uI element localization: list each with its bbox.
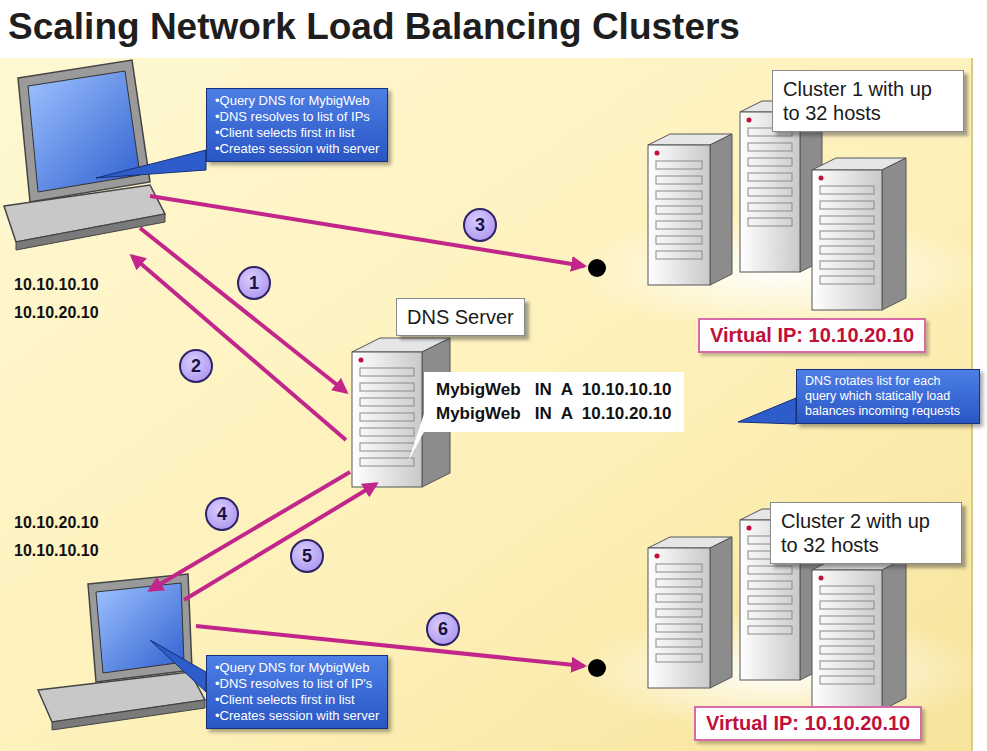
node-text: Cluster 1 with up to 32 hosts [783,77,953,125]
node-text: 3 [475,215,485,236]
virtual-ip-dot [588,259,606,277]
cluster-label: Cluster 1 with up to 32 hosts [772,70,964,132]
node-text: DNS rotates list for each query which st… [805,374,971,419]
dns-records: MybigWeb IN A 10.10.10.10MybigWeb IN A 1… [424,372,684,432]
flow-arrow [184,484,376,600]
virtual-ip-label: Virtual IP: 10.10.20.10 [694,706,922,741]
node-text: Cluster 2 with up to 32 hosts [781,509,951,557]
node-text: Virtual IP: 10.10.20.10 [706,712,910,735]
ip-list-label: 10.10.10.10 [14,276,99,294]
ip-list-label: 10.10.20.10 [14,304,99,322]
ip-list-label: 10.10.10.10 [14,542,99,560]
node-text: •DNS resolves to list of IPs [215,109,379,125]
server-tower [648,134,732,285]
node-text: •Query DNS for MybigWeb [215,660,379,676]
server-tower [648,537,732,688]
callout-number: 5 [290,539,324,573]
callout-number: 2 [179,349,213,383]
flow-arrow [150,196,584,266]
flow-arrow [150,472,350,590]
callout-box: •Query DNS for MybigWeb•DNS resolves to … [206,88,388,162]
node-text: 6 [438,619,448,640]
node-text: MybigWeb IN A 10.10.10.10 [436,378,672,402]
virtual-ip-label: Virtual IP: 10.10.20.10 [698,318,926,353]
virtual-ip-dot [588,659,606,677]
background-panel [0,58,972,751]
node-text: 5 [302,546,312,567]
node-text: DNS Server [407,305,514,329]
cluster-label: Cluster 2 with up to 32 hosts [770,502,962,564]
callout-box: DNS rotates list for each query which st… [796,369,980,424]
node-text: MybigWeb IN A 10.10.20.10 [436,402,672,426]
node-text: •Creates session with server [215,708,379,724]
callout-number: 1 [237,266,271,300]
server-label: DNS Server [396,298,525,336]
laptop-top [4,60,165,250]
node-text: •Creates session with server [215,141,379,157]
server-tower [812,558,906,710]
node-text: •Client selects first in list [215,692,379,708]
node-text: 2 [191,356,201,377]
node-text: •Query DNS for MybigWeb [215,93,379,109]
callout-number: 4 [205,497,239,531]
node-text: •DNS resolves to list of IP's [215,676,379,692]
flow-arrow [132,256,346,440]
callout-pointer [738,398,796,424]
callout-number: 3 [463,208,497,242]
server-tower [812,158,906,310]
node-text: •Client selects first in list [215,125,379,141]
callout-pointer [96,150,206,178]
ip-list-label: 10.10.20.10 [14,514,99,532]
callout-box: •Query DNS for MybigWeb•DNS resolves to … [206,655,388,729]
node-text: 4 [217,504,227,525]
callout-pointer [150,640,206,692]
callout-number: 6 [426,612,460,646]
node-text: Virtual IP: 10.10.20.10 [710,324,914,347]
flow-arrow [140,228,346,392]
laptop-bottom [38,574,205,730]
title: Scaling Network Load Balancing Clusters [8,6,740,48]
node-text: 1 [249,273,259,294]
